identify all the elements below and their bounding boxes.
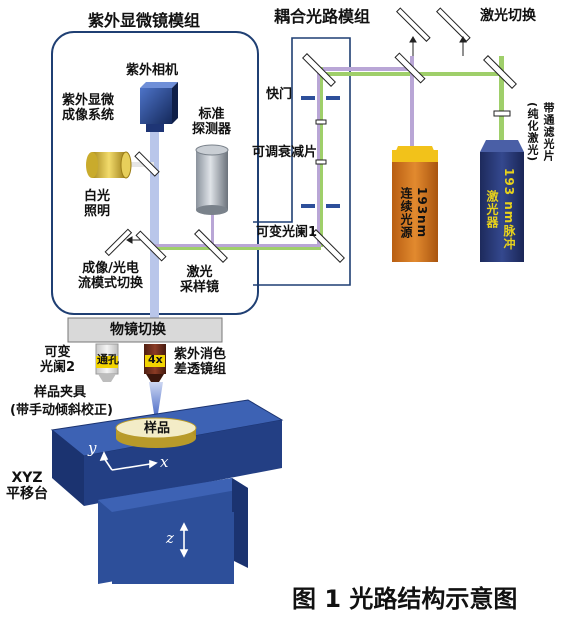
white-light-label: 白光 照明 — [84, 189, 111, 219]
shutter-label: 快门 — [266, 87, 293, 102]
mirror-switch-1 — [396, 7, 431, 42]
mirror-coupling-top — [302, 53, 336, 87]
through-hole-label: 通孔 — [97, 353, 119, 366]
attenuator-plates — [315, 119, 327, 165]
uv-camera-label: 紫外相机 — [126, 63, 179, 78]
mirror-switch-4 — [483, 55, 517, 89]
beam-to-detector — [211, 212, 214, 246]
switch-arrows — [126, 36, 467, 244]
attenuator-label: 可调衰减片 — [252, 145, 318, 160]
sample-disc — [115, 417, 197, 448]
uv-microscope-module-title: 紫外显微镜模组 — [88, 11, 201, 30]
mirror-mode-switch — [104, 228, 133, 257]
sample-label: 样品 — [144, 421, 171, 436]
stage-label: XYZ 平移台 — [6, 470, 48, 503]
horizontal-beam-to-sampler-green — [155, 247, 321, 250]
axis-z-label: z — [166, 529, 174, 547]
aperture2-label: 可变 光阑2 — [40, 345, 76, 375]
focused-uv-beam — [149, 382, 163, 420]
standard-detector — [195, 144, 229, 215]
mirror-switch-2 — [436, 7, 471, 42]
coupling-vertical-beam-green — [320, 67, 323, 247]
mirror-sampling-2 — [135, 230, 167, 262]
sample-holder-label: 样品夹具 — [34, 385, 87, 400]
uv-camera — [140, 82, 178, 132]
figure-caption: 图 1 光路结构示意图 — [292, 585, 518, 613]
top-horizontal-beam-purple — [318, 67, 414, 71]
objective-switch-label: 物镜切换 — [110, 322, 166, 338]
objective-switch-bar[interactable] — [67, 317, 223, 343]
mirror-switch-3 — [394, 52, 426, 84]
axis-x-label: x — [160, 453, 169, 471]
coupling-module-title: 耦合光路模组 — [274, 7, 371, 26]
axis-arrows — [99, 451, 189, 558]
uv-imaging-label: 紫外显微 成像系统 — [62, 93, 115, 123]
mode-switch-label: 成像/光电 流模式切换 — [78, 261, 144, 291]
horizontal-beam-to-sampler-purple — [155, 244, 321, 247]
mirror-white-light — [134, 151, 160, 177]
pulse-laser — [480, 140, 524, 262]
standard-detector-label: 标准 探测器 — [192, 107, 232, 137]
uv-vertical-beam — [150, 130, 159, 338]
achromat-lens — [144, 344, 166, 382]
mirrors — [104, 7, 517, 263]
aperture1-label: 可变光阑1 — [256, 225, 318, 240]
through-hole-lens — [95, 343, 119, 382]
sampling-mirror-label: 激光 采样镜 — [180, 265, 220, 295]
achromat-label: 紫外消色 差透镜组 — [174, 347, 227, 377]
axis-y-label: y — [88, 439, 97, 457]
holder-note-label: (带手动倾斜校正) — [10, 403, 113, 418]
pulse-laser-label: 193 nm脉冲 激光器 — [485, 167, 516, 251]
cw-laser — [392, 146, 438, 262]
mirror-coupling-bottom — [311, 229, 345, 263]
cw-laser-label: 193nm 连续光源 — [399, 187, 429, 239]
aperture-1 — [301, 204, 340, 208]
bandpass-filter-label: 带通滤光片 (纯化激光) — [526, 101, 555, 163]
shutter — [301, 96, 340, 100]
coupling-vertical-beam-purple — [317, 67, 320, 247]
mirror-sampling — [194, 229, 228, 263]
bandpass-filter-plate — [493, 110, 511, 117]
objective-mag-label: 4x — [148, 353, 163, 366]
white-light-beam — [122, 162, 154, 167]
laser-switch-title: 激光切换 — [480, 8, 536, 24]
white-light-source — [86, 151, 132, 179]
cw-laser-beam-vertical — [410, 56, 414, 152]
coupling-module-frame — [253, 37, 351, 286]
